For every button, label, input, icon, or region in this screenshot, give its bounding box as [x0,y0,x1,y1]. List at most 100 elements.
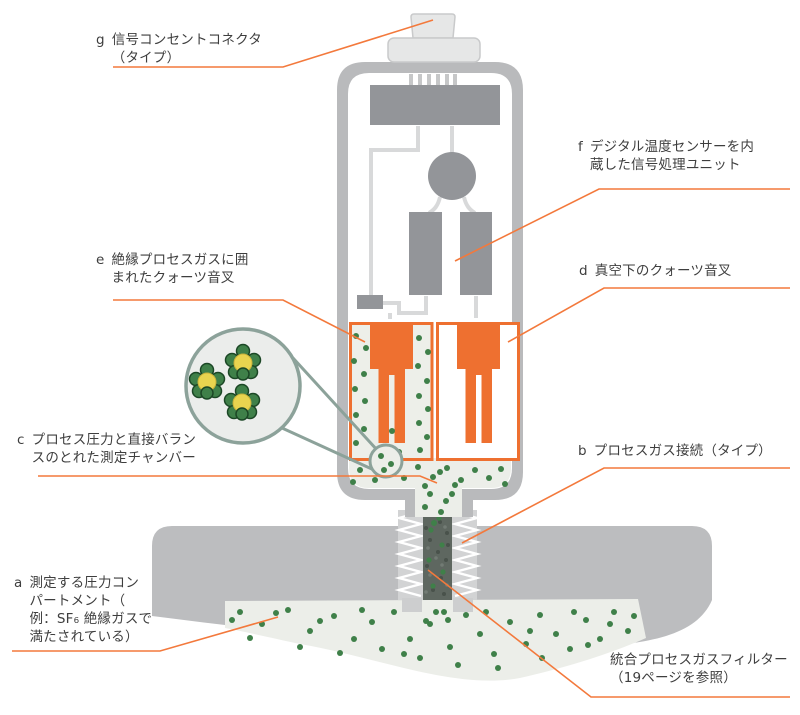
sf6-molecule-icon [188,362,226,400]
gas-dot [452,482,458,488]
temperature-sensor-circle [428,152,476,200]
gas-dot [567,646,573,652]
label-line: 満たされている） [29,629,139,646]
gas-dot [428,527,434,533]
gas-dot [440,569,446,575]
gas-dot [415,363,421,369]
connector-plug [410,13,456,39]
leader-c [38,475,438,484]
gas-dot [491,651,497,657]
label-c: c プロセス圧力と直接バランスのとれた測定チャンバー [17,431,196,467]
gas-dot [444,558,448,562]
label-line: スのとれた測定チャンバー [31,450,196,467]
leader-filter [427,569,790,698]
label-e: e 絶縁プロセスガスに囲まれたクォーツ音叉 [96,251,249,287]
circuit-wires [369,126,478,319]
gas-dot [607,621,613,627]
gas-dot [436,550,440,554]
gas-dot [353,412,359,418]
gas-dot [440,563,444,567]
gas-dot [438,520,442,524]
gas-dot [443,525,447,529]
label-b: b プロセスガス接続（タイプ） [578,442,772,460]
gas-dot [388,461,394,467]
gas-dot [350,479,356,485]
gas-dot [553,631,559,637]
label-line: 蔵した信号処理ユニット [589,157,741,174]
gas-dot [372,477,378,483]
gas-dot [597,636,603,642]
gas-dot [337,650,343,656]
gas-dot [422,504,428,510]
gas-dot [357,467,363,473]
gas-dot [378,453,384,459]
label-line: （タイプ） [111,50,181,67]
label-d-letter: d [579,263,588,279]
gas-dot [424,526,428,530]
gas-dot [446,543,450,547]
label-line: 統合プロセスガスフィルター [610,652,788,668]
gas-dot [229,617,235,623]
gas-dot [430,583,436,589]
gas-dot [379,646,385,652]
label-line: パートメント（ [29,593,126,610]
gas-dot [437,469,443,475]
gas-dot [361,371,367,377]
gas-dot [434,556,438,560]
gas-dot [444,465,450,471]
gas-dot [361,426,367,432]
gas-dot [359,607,365,613]
gas-dot [331,613,337,619]
label-line: 信号コンセントコネクタ [111,32,262,48]
leader-g [113,19,434,68]
gas-dot [425,564,429,568]
gas-dot [431,588,435,592]
component-block-right [460,212,492,295]
gas-dot [625,628,631,634]
gas-dot [449,491,455,497]
gas-dot [362,398,368,404]
label-line: まれたクォーツ音叉 [111,270,235,287]
label-f: f デジタル温度センサーを内蔵した信号処理ユニット [578,138,754,174]
gas-dot [424,434,430,440]
gas-dot [631,613,637,619]
gas-compartment [225,599,646,681]
label-g-letter: g [96,32,105,48]
gas-dot [417,655,423,661]
gas-dot [442,592,446,596]
magnifier-line-bottom [281,426,375,472]
gas-dot [472,467,478,473]
gas-dot [443,498,449,504]
gas-dot [297,644,303,650]
gas-dot [273,610,279,616]
process-connection-stem [394,507,482,612]
gas-dot [527,628,533,634]
gas-dot [417,447,423,453]
gas-dot [486,475,492,481]
fluorine-atom [236,367,250,381]
gas-dot [502,481,508,487]
gas-dot [439,542,445,548]
gas-dot [611,609,617,615]
gas-dot [425,406,431,412]
gas-dot [438,509,444,515]
gas-dot [416,335,422,341]
quartz-fork-vacuum-icon [457,325,500,443]
magnifier-target-circle [368,443,404,479]
label-line: （19ページを参照） [610,670,737,687]
fluorine-atom [200,386,214,400]
thread-profile [450,510,482,598]
stem-tab-left [402,598,422,612]
sf6-molecules [188,343,262,421]
gas-dot [237,609,243,615]
circuit-board [370,85,500,125]
label-line: デジタル温度センサーを内 [589,139,755,155]
label-line: 例：SF₆ 絶縁ガスで [29,611,153,628]
gas-dot [498,466,504,472]
label-line: プロセスガス接続（タイプ） [593,443,772,459]
gas-dot [351,358,357,364]
gas-dot [351,636,357,642]
gas-dot [477,631,483,637]
signal-processing-unit [357,74,500,319]
